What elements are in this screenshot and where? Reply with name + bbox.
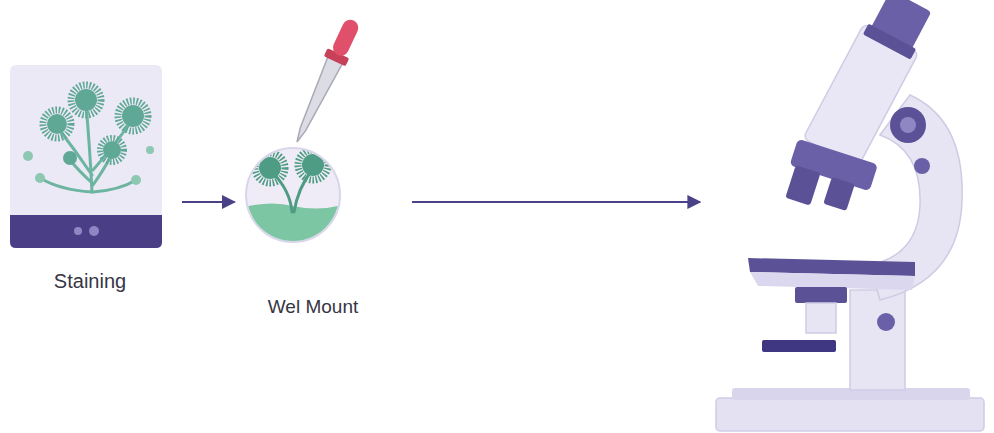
step-label: Wel Mount xyxy=(268,296,358,318)
wet-mount-dish xyxy=(240,148,345,250)
flow-arrow xyxy=(182,201,235,203)
microscope xyxy=(716,0,984,431)
step-label: Staining xyxy=(54,270,126,293)
staining-card xyxy=(10,65,162,248)
wet-mount-dish: Wel Mount xyxy=(246,148,340,242)
staining-card: Staining xyxy=(10,65,162,248)
flow-arrow xyxy=(412,201,700,203)
dropper xyxy=(286,15,364,147)
